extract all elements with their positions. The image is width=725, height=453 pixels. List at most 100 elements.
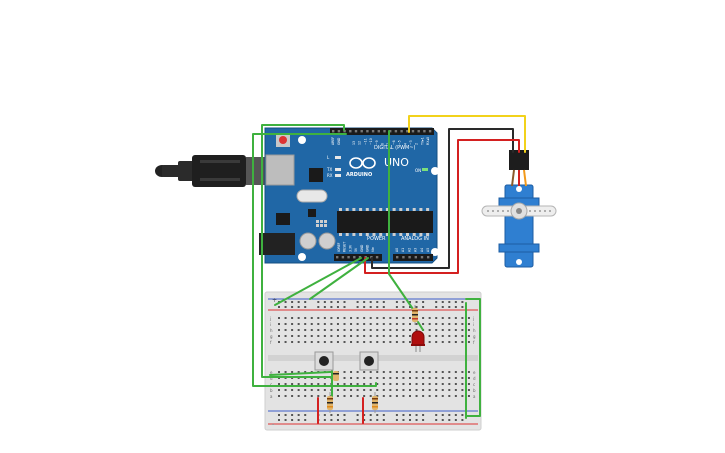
pushbutton-1[interactable] (314, 351, 334, 371)
button2-resistor[interactable] (372, 392, 378, 413)
pin-label: 2 (415, 143, 419, 145)
pin-label: GND (366, 244, 370, 252)
row-letter: f (473, 340, 475, 345)
row-letter: c (270, 382, 272, 387)
row-letter: b (473, 388, 476, 393)
pin-label: A4 (420, 248, 424, 252)
tx-led (335, 168, 341, 171)
pin-label: RESET (343, 242, 347, 252)
wire-button2-jumper[interactable] (269, 371, 331, 376)
on-led (422, 168, 428, 171)
tx-led-label: TX (326, 167, 332, 172)
pin-label: ~6 (392, 140, 396, 145)
wire-servo-power[interactable] (364, 139, 520, 274)
mount-hole (431, 167, 439, 175)
row-letter: j (269, 316, 271, 321)
pin-label: 4 (403, 143, 407, 145)
rail-minus-label: - (272, 421, 274, 428)
row-letter: d (473, 376, 476, 381)
usb-chip (309, 168, 323, 182)
pushbutton-2[interactable] (359, 351, 379, 371)
rx-led-label: RX (327, 173, 333, 178)
servo-mount-hole (516, 186, 522, 192)
led-resistor[interactable] (412, 305, 418, 325)
wire-button1-digital[interactable] (261, 124, 345, 378)
l-led-label: L (327, 155, 330, 160)
rx-led (335, 174, 341, 177)
row-letter: d (270, 376, 273, 381)
power-header[interactable] (334, 254, 382, 261)
servo-mount-hole (516, 259, 522, 265)
pin-label: ~10 (369, 138, 373, 145)
row-letter: h (473, 328, 476, 333)
servo-lead-brown (511, 169, 515, 187)
wire-servo-ground[interactable] (371, 128, 514, 269)
atmega-chip (337, 211, 433, 233)
pin-label: Vin (371, 247, 375, 252)
pin-label: GND (337, 137, 341, 145)
row-letter: g (473, 334, 476, 339)
row-letter: e (473, 370, 476, 375)
chip-legs (339, 208, 430, 236)
pin-label: 13 (352, 141, 356, 145)
servo-lead-orange (523, 169, 527, 187)
capacitor (318, 232, 336, 250)
wire-led-digital[interactable] (388, 130, 416, 313)
digital-pin-holes (332, 130, 432, 133)
pin-label: A0 (395, 248, 399, 252)
digital-header[interactable] (330, 128, 434, 135)
digital-label: DIGITAL (PWM~) (374, 145, 416, 151)
wire-5v-rail[interactable] (274, 257, 362, 306)
wire-rail-jumper-right[interactable] (465, 298, 481, 417)
on-led-label: ON (415, 168, 421, 173)
row-letter: c (473, 382, 475, 387)
servo-connector (509, 150, 529, 170)
analog-header[interactable] (393, 254, 433, 261)
pin-label: ~5 (398, 140, 402, 145)
button1-resistor[interactable] (327, 392, 333, 413)
icsp-header (316, 220, 327, 227)
wire-servo-signal[interactable] (408, 115, 526, 153)
small-chip (308, 209, 316, 217)
pin-label: A3 (414, 248, 418, 252)
servo-motor[interactable] (481, 150, 557, 268)
pin-label: 5V (354, 247, 358, 252)
dc-power-jack (259, 233, 295, 255)
mount-hole (298, 136, 306, 144)
mount-hole (298, 253, 306, 261)
pin-label: TX▸1 (420, 137, 424, 146)
wire-button2-digital[interactable] (252, 133, 377, 387)
pin-label: 8 (381, 143, 385, 145)
l-led (335, 156, 341, 159)
pin-label: ~3 (409, 140, 413, 145)
button1-pulldown-resistor-top[interactable] (333, 371, 339, 381)
servo-horn[interactable] (481, 202, 557, 220)
pin-label: RX◂0 (426, 137, 430, 145)
wire-led-resistor-jumper[interactable] (417, 321, 424, 331)
arduino-uno-board[interactable]: DIGITAL (PWM~) POWER ANALOG IN UNO ARDUI… (259, 127, 439, 264)
row-letter: h (270, 328, 273, 333)
reset-button-cap[interactable] (279, 136, 287, 144)
row-letter: a (473, 394, 476, 399)
pin-label: A5 (426, 248, 430, 252)
power-label: POWER (367, 236, 386, 242)
pin-label: A2 (407, 248, 411, 252)
usb-jack (265, 154, 295, 186)
capacitor (299, 232, 317, 250)
analog-label: ANALOG IN (401, 236, 429, 242)
row-letter: i (270, 322, 271, 327)
wire-gnd-rail[interactable] (309, 257, 369, 300)
row-letter: f (270, 340, 272, 345)
pin-label: AREF (331, 137, 335, 145)
pin-label: 3.3V (348, 244, 352, 252)
row-letter: i (473, 322, 474, 327)
red-led[interactable] (411, 330, 425, 352)
board-brand-label: ARDUINO (346, 172, 372, 178)
board-model-label: UNO (384, 156, 409, 169)
row-letter: g (270, 334, 273, 339)
